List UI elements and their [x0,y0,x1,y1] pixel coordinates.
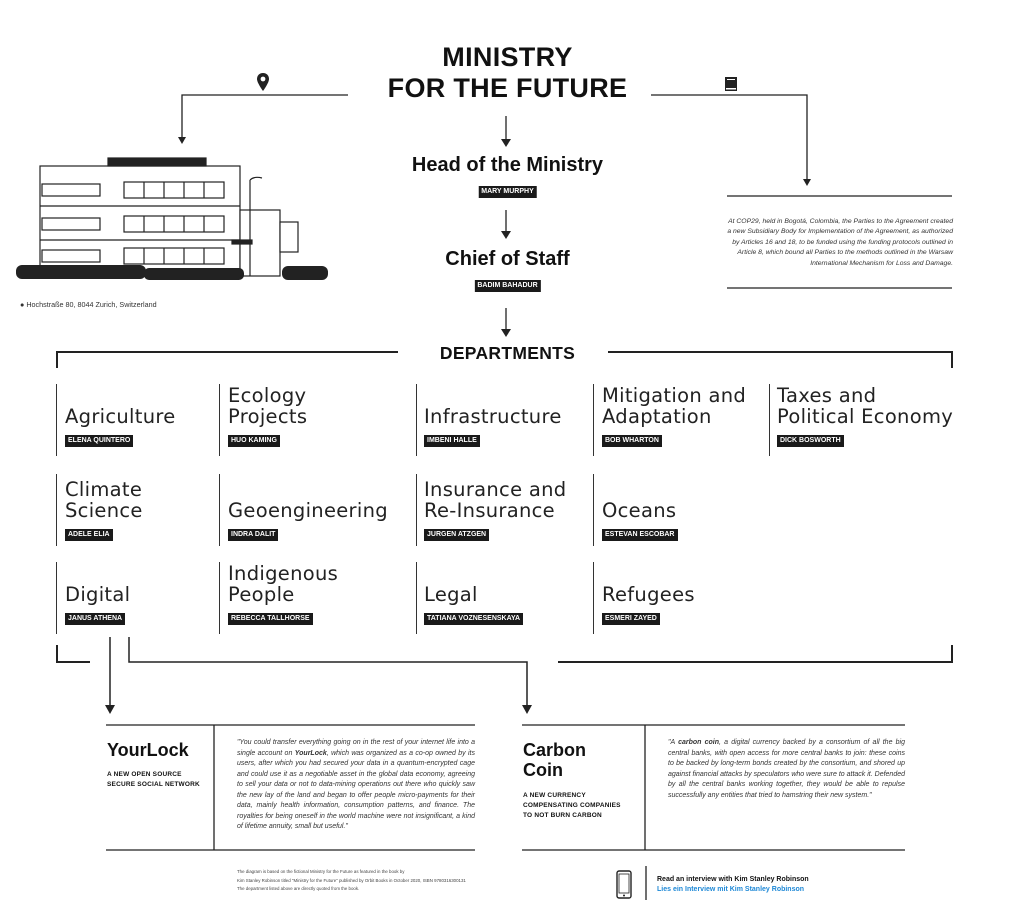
footnote-line3: The department listed above are directly… [237,886,360,891]
footnote-line1: The diagram is based on the fictional Mi… [237,869,405,874]
dept-head-name: ELENA QUINTERO [65,435,134,447]
department-insurance-reinsurance: Insurance and Re-Insurance JURGEN ATZGEN [424,479,566,541]
carbon-quote-post: , a digital currency backed by a consort… [668,739,905,799]
dept-name-line1: Insurance and [424,478,567,501]
department-infrastructure: Infrastructure IMBENI HALLE [424,385,562,447]
dept-head-name: ADELE ELIA [65,529,113,541]
department-oceans: Oceans ESTEVAN ESCOBAR [602,479,678,541]
dept-name-line2: Science [65,499,143,522]
department-refugees: Refugees ESMERI ZAYED [602,563,695,625]
department-indigenous-people: Indigenous People REBECCA TALLHORSE [228,563,338,625]
dept-head-name: JANUS ATHENA [65,613,126,625]
carbon-quote-bold: carbon coin [678,739,719,746]
dept-head-name: ESMERI ZAYED [602,613,660,625]
dept-name-line2: Projects [228,405,308,428]
yourlock-title: YourLock [107,740,189,760]
yourlock-subtitle: A NEW OPEN SOURCE SECURE SOCIAL NETWORK [107,770,200,790]
yourlock-quote-post: , which was organized as a co-op owned b… [237,749,475,831]
dept-name-line1 [228,479,388,500]
dept-name-line2: Refugees [602,583,695,606]
dept-name-line1: Ecology [228,384,307,407]
chief-of-staff-name: BADIM BAHADUR [474,280,541,292]
dept-name-line1 [65,385,176,406]
department-taxes-political-economy: Taxes and Political Economy DICK BOSWORT… [777,385,953,447]
phone-icon [616,870,632,899]
dept-head-name: BOB WHARTON [602,435,662,447]
carbon-subtitle-line1: A NEW CURRENCY [523,792,586,799]
dept-name-line2: Geoengineering [228,499,388,522]
dept-name-line1 [65,563,130,584]
carbon-title-line1: Carbon [523,740,586,760]
head-of-ministry-name: MARY MURPHY [478,186,537,198]
yourlock-quote-pre: "You could transfer everything going on … [237,739,475,757]
dept-name-line2: People [228,583,295,606]
dept-name-line2: Political Economy [777,405,954,428]
dept-name-line1 [602,563,695,584]
footnote-line2: Kim Stanley Robinson titled "Ministry fo… [237,877,466,883]
ministry-building-illustration [16,157,328,280]
interview-links: Read an interview with Kim Stanley Robin… [657,875,809,895]
dept-name-line1: Mitigation and [602,384,747,407]
interview-link-en[interactable]: Read an interview with Kim Stanley Robin… [657,876,809,883]
yourlock-quote-bold: YourLock [294,749,327,757]
title-line-1: MINISTRY [442,42,573,72]
department-geoengineering: Geoengineering INDRA DALIT [228,479,388,541]
carbon-coin-subtitle: A NEW CURRENCY COMPENSATING COMPANIES TO… [523,791,621,821]
chief-of-staff-title: Chief of Staff [445,248,570,270]
carbon-title-line2: Coin [523,760,563,780]
dept-head-name: INDRA DALIT [228,529,279,541]
page-title: MINISTRY FOR THE FUTURE [0,42,1015,104]
department-ecology-projects: Ecology Projects HUO KAMING [228,385,307,447]
dept-name-line2: Oceans [602,499,677,522]
interview-link-de[interactable]: Lies ein Interview mit Kim Stanley Robin… [657,886,805,893]
yourlock-subtitle-line2: SECURE SOCIAL NETWORK [107,781,200,788]
dept-name-line1 [424,385,562,406]
dept-head-name: DICK BOSWORTH [777,435,844,447]
dept-head-name: TATIANA VOZNESENSKAYA [424,613,524,625]
dept-name-line2: Legal [424,583,478,606]
dept-head-name: ESTEVAN ESCOBAR [602,529,678,541]
dept-head-name: IMBENI HALLE [424,435,480,447]
department-agriculture: Agriculture ELENA QUINTERO [65,385,176,447]
yourlock-quote: "You could transfer everything going on … [237,738,475,833]
dept-name-line2: Re-Insurance [424,499,555,522]
dept-name-line1: Taxes and [777,384,877,407]
carbon-quote-pre: "A [668,739,679,746]
carbon-coin-quote: "A carbon coin, a digital currency backe… [668,738,905,801]
map-pin-small-icon: ● [20,300,25,309]
dept-name-line2: Adaptation [602,405,712,428]
dept-name-line1 [424,563,523,584]
dept-head-name: JURGEN ATZGEN [424,529,490,541]
book-icon [725,77,737,91]
title-line-2: FOR THE FUTURE [387,73,628,103]
dept-name-line2: Digital [65,583,131,606]
address: ● Hochstraße 80, 8044 Zurich, Switzerlan… [20,300,157,309]
dept-name-line2: Agriculture [65,405,176,428]
carbon-subtitle-line3: TO NOT BURN CARBON [523,812,602,819]
dept-head-name: HUO KAMING [228,435,280,447]
dept-head-name: REBECCA TALLHORSE [228,613,313,625]
dept-name-line1 [602,479,678,500]
head-of-ministry-title: Head of the Ministry [411,154,604,176]
department-digital: Digital JANUS ATHENA [65,563,130,625]
carbon-subtitle-line2: COMPENSATING COMPANIES [523,802,621,809]
address-text: Hochstraße 80, 8044 Zurich, Switzerland [26,300,157,309]
map-pin-icon [257,73,269,91]
dept-name-line1: Climate [65,478,143,501]
department-mitigation-adaptation: Mitigation and Adaptation BOB WHARTON [602,385,746,447]
cop29-description: At COP29, held in Bogotá, Colombia, the … [727,218,953,267]
dept-name-line1: Indigenous [228,562,339,585]
departments-heading: DEPARTMENTS [439,343,576,363]
carbon-coin-title: Carbon Coin [523,740,586,780]
department-climate-science: Climate Science ADELE ELIA [65,479,143,541]
footnote: The diagram is based on the fictional Mi… [237,868,466,894]
yourlock-subtitle-line1: A NEW OPEN SOURCE [107,771,182,778]
department-legal: Legal TATIANA VOZNESENSKAYA [424,563,524,625]
dept-name-line2: Infrastructure [424,405,562,428]
